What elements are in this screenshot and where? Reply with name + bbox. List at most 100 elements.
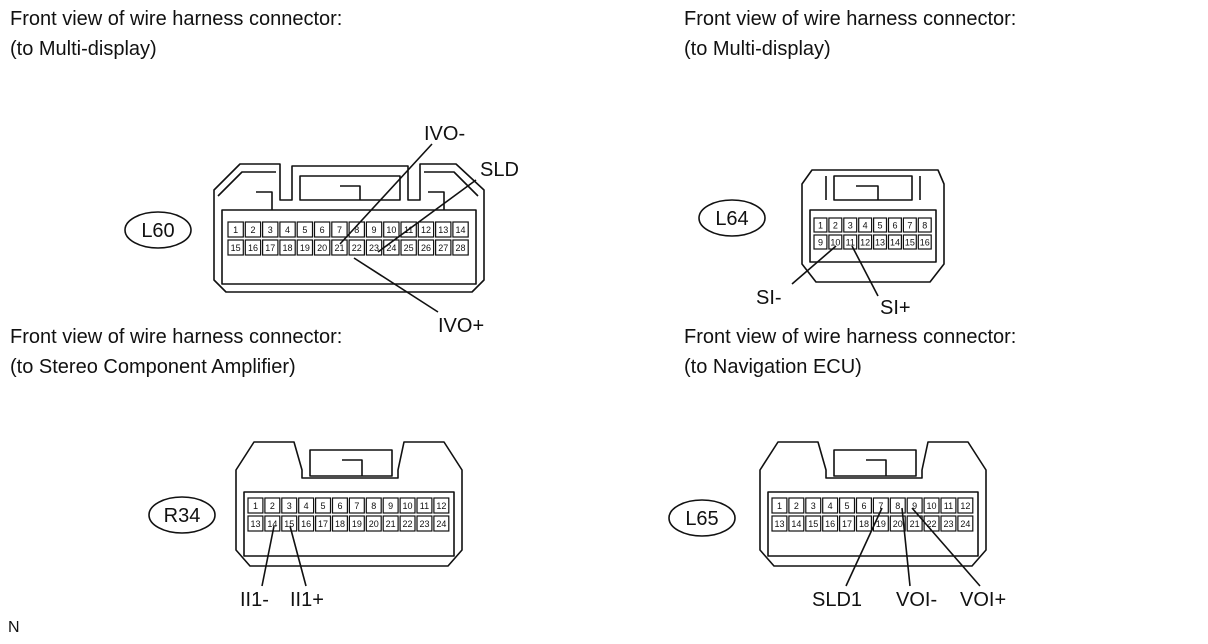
l65-label-oval	[668, 499, 736, 537]
pin-cell	[244, 239, 262, 256]
pin-cell	[855, 515, 872, 532]
pin-cell	[788, 515, 805, 532]
pin-number: 20	[317, 243, 327, 253]
pin-number: 11	[944, 501, 953, 511]
pin-number: 27	[438, 243, 448, 253]
pin-number: 4	[285, 225, 290, 235]
pin-number: 4	[863, 221, 868, 231]
pin-cell	[298, 515, 315, 532]
pin-cell	[417, 239, 435, 256]
pin-cell	[872, 234, 888, 250]
pin-number: 19	[876, 519, 886, 529]
pin-cell	[264, 515, 281, 532]
pin-number: 8	[895, 501, 900, 511]
pin-number: 5	[302, 225, 307, 235]
pin-number: 24	[386, 243, 396, 253]
pin-number: 5	[878, 221, 883, 231]
pin-cell	[822, 515, 839, 532]
pin-cell	[433, 515, 450, 532]
pin-cell	[281, 515, 298, 532]
connector-l60-body	[213, 163, 485, 293]
connector-label-l65: L65	[685, 508, 718, 530]
pin-number: 13	[875, 238, 885, 248]
pin-cell	[365, 515, 382, 532]
pin-cell	[383, 239, 400, 256]
pin-cell	[452, 239, 469, 256]
pin-number: 24	[960, 519, 970, 529]
connector-label-r34: R34	[164, 505, 201, 527]
pin-number: 1	[818, 221, 823, 231]
pin-number: 16	[248, 243, 258, 253]
pin-number: 12	[860, 238, 870, 248]
pin-cell	[902, 234, 917, 250]
pin-number: 7	[878, 501, 883, 511]
sld-leader	[377, 179, 477, 253]
pin-cell	[348, 239, 366, 256]
pin-number: 12	[421, 225, 431, 235]
pin-cell	[906, 515, 923, 532]
pin-cell	[313, 221, 331, 238]
pin-number: 7	[907, 221, 912, 231]
pin-number: 8	[371, 501, 376, 511]
pin-number: 23	[419, 519, 429, 529]
pin-cell	[889, 515, 906, 532]
signal-label-voi-plus: VOI+	[960, 589, 1006, 611]
pin-cell	[822, 497, 839, 514]
pin-cell	[399, 497, 416, 514]
pin-cell	[279, 221, 296, 238]
pin-cell	[433, 497, 450, 514]
pin-cell	[902, 217, 917, 233]
pin-number: 7	[354, 501, 359, 511]
pin-number: 8	[922, 221, 927, 231]
pin-cell	[889, 497, 906, 514]
pin-cell	[838, 497, 856, 514]
pin-cell	[917, 234, 932, 250]
pin-cell	[416, 515, 433, 532]
pin-number: 12	[436, 501, 446, 511]
pin-number: 14	[456, 225, 466, 235]
pin-number: 13	[438, 225, 448, 235]
pin-number: 3	[268, 225, 273, 235]
pin-number: 22	[403, 519, 413, 529]
pin-cell	[400, 221, 417, 238]
pin-cell	[365, 497, 382, 514]
heading-line1: Front view of wire harness connector:	[10, 8, 343, 30]
signal-label-ii1-plus: II1+	[290, 589, 324, 611]
pin-cell	[382, 497, 399, 514]
voi-minus-leader	[901, 507, 911, 587]
pin-number: 23	[943, 519, 953, 529]
heading-l64: Front view of wire harness connector: (t…	[684, 4, 1016, 64]
pin-cell	[296, 239, 314, 256]
pin-cell	[435, 221, 452, 238]
pin-cell	[331, 497, 348, 514]
pin-number: 15	[231, 243, 241, 253]
pin-number: 19	[300, 243, 310, 253]
pin-number: 17	[842, 519, 852, 529]
pin-number: 15	[905, 238, 915, 248]
pin-cell	[331, 515, 348, 532]
pin-cell	[296, 221, 314, 238]
pin-cell	[331, 239, 348, 256]
pin-cell	[247, 515, 264, 532]
pin-number: 6	[861, 501, 866, 511]
pin-number: 2	[833, 221, 838, 231]
pin-number: 22	[927, 519, 937, 529]
pin-cell	[940, 497, 957, 514]
pin-cell	[906, 497, 923, 514]
heading-line2: (to Multi-display)	[10, 38, 157, 60]
pin-cell	[771, 497, 788, 514]
pin-number: 11	[404, 225, 413, 235]
heading-line1: Front view of wire harness connector:	[10, 326, 343, 348]
signal-label-ivo-plus: IVO+	[438, 315, 484, 337]
pin-number: 9	[388, 501, 393, 511]
pin-cell	[227, 239, 244, 256]
pin-number: 28	[456, 243, 466, 253]
pin-number: 21	[334, 243, 344, 253]
pin-number: 3	[287, 501, 292, 511]
pin-cell	[400, 239, 417, 256]
pin-number: 20	[893, 519, 903, 529]
pin-cell	[828, 234, 843, 250]
heading-line2: (to Stereo Component Amplifier)	[10, 356, 296, 378]
